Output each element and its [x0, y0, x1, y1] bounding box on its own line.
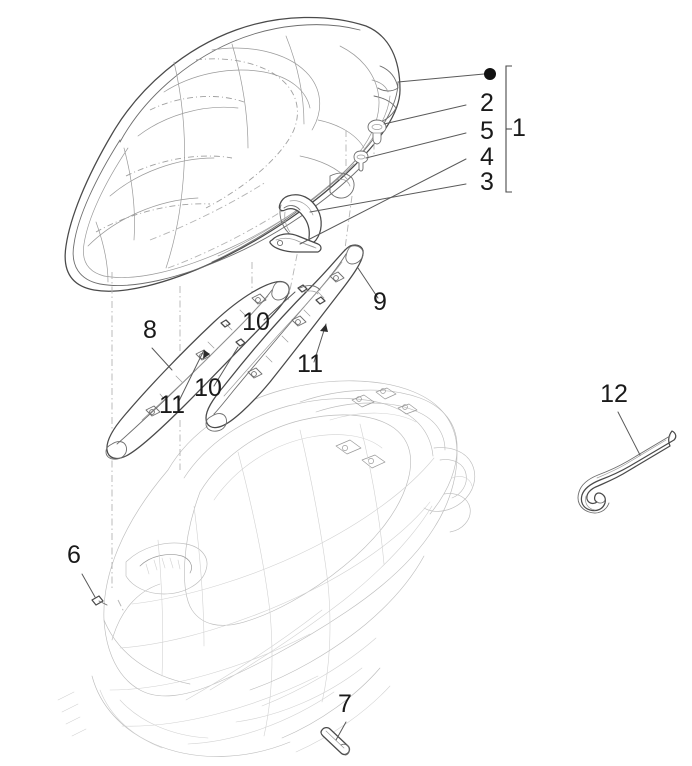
callout-7: 7	[338, 690, 352, 718]
part-seat-hook-3	[278, 194, 322, 244]
callout-1: 1	[512, 114, 526, 142]
part-catch-plate-4	[269, 233, 322, 253]
callout-8: 8	[143, 316, 157, 344]
callout-10-right: 10	[242, 308, 270, 336]
callout-4: 4	[480, 143, 494, 171]
part-pin-7	[320, 727, 351, 756]
callout-leaders	[81, 65, 641, 741]
part-stud-5	[353, 150, 369, 172]
part-grommet-2	[367, 119, 387, 145]
callout-3: 3	[480, 168, 494, 196]
part-handle-right-9	[205, 244, 364, 432]
callout-2: 2	[480, 89, 494, 117]
part-screw-6	[91, 595, 108, 606]
seat-assembly	[64, 16, 401, 292]
callout-12: 12	[600, 380, 628, 408]
callout-6: 6	[67, 541, 81, 569]
callout-10-left: 10	[194, 374, 222, 402]
group-dot-marker	[484, 68, 496, 80]
part-bag-hook-12	[577, 430, 677, 514]
callout-9: 9	[373, 288, 387, 316]
scooter-body-ghost	[57, 380, 475, 757]
callout-5: 5	[480, 117, 494, 145]
callout-11-right: 11	[297, 350, 323, 378]
callout-labels: 1 2 5 4 3 6 7 8 9 10 10 11 11 12	[67, 89, 628, 718]
callout-11-left: 11	[159, 391, 185, 419]
